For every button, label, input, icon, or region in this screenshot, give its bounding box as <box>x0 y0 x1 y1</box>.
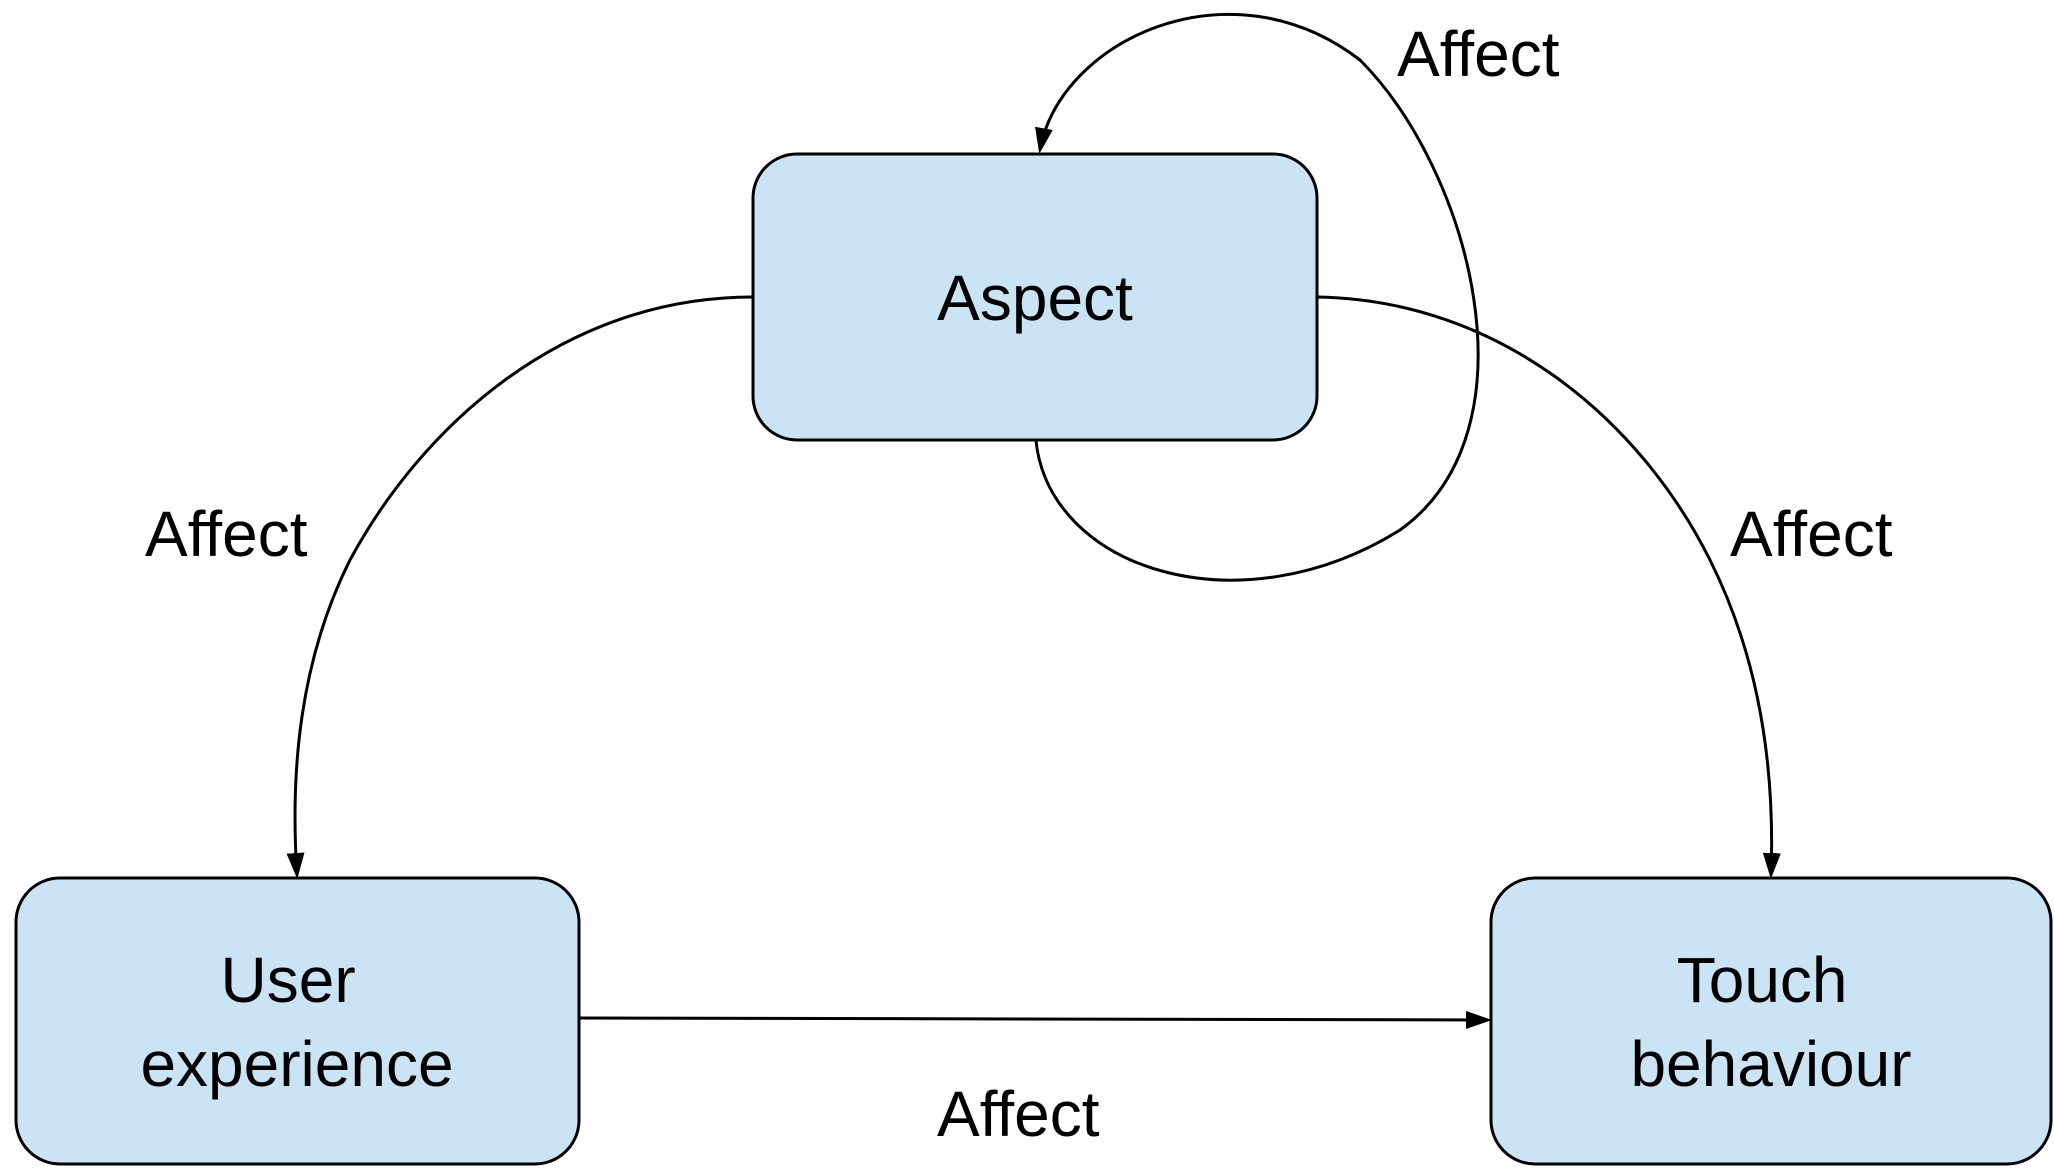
node-touch-behaviour-line-1: Touch <box>1677 944 1848 1016</box>
node-touch-behaviour-box <box>1489 876 2053 1166</box>
edge-aspect-to-user-experience <box>286 295 754 879</box>
node-user-experience-box <box>14 876 581 1166</box>
node-user-experience[interactable]: User experience <box>14 876 581 1166</box>
node-touch-behaviour-label: Touch behaviour <box>1630 944 1911 1100</box>
edge-aspect-self-loop <box>1034 12 1480 582</box>
edge-label-aspect-to-touch-behaviour: Affect <box>1730 498 1893 570</box>
node-user-experience-line-1: User <box>221 944 356 1016</box>
edge-aspect-to-touch-behaviour <box>1316 295 1781 879</box>
node-aspect-label: Aspect <box>937 262 1133 334</box>
node-touch-behaviour-line-2: behaviour <box>1630 1028 1911 1100</box>
node-user-experience-line-2: experience <box>140 1028 453 1100</box>
edge-user-experience-to-touch-behaviour <box>578 1010 1492 1029</box>
edge-label-aspect-to-user-experience: Affect <box>145 498 308 570</box>
node-aspect[interactable]: Aspect <box>751 152 1319 442</box>
edge-label-self-loop: Affect <box>1397 18 1560 90</box>
edge-label-user-experience-to-touch-behaviour: Affect <box>937 1078 1100 1150</box>
node-aspect-box <box>751 152 1319 442</box>
node-aspect-line-1: Aspect <box>937 262 1133 334</box>
node-touch-behaviour[interactable]: Touch behaviour <box>1489 876 2053 1166</box>
node-user-experience-label: User experience <box>140 944 453 1100</box>
